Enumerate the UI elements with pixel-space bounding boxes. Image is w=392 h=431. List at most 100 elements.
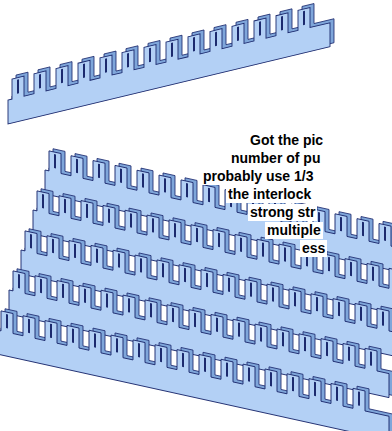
strip-slot: [226, 363, 228, 377]
strip-slot: [164, 178, 166, 192]
strip-slot: [304, 337, 306, 351]
strip-slot: [338, 302, 340, 316]
strip-slot: [130, 214, 132, 228]
strip-slot: [204, 358, 206, 372]
strip-slot: [52, 239, 54, 253]
strip-slot: [128, 298, 130, 312]
note-text: Got the pic: [248, 132, 325, 149]
strip-slot: [250, 283, 252, 297]
strip-slot: [184, 268, 186, 282]
note-text: number of pu: [229, 150, 322, 167]
strip-slot: [240, 238, 242, 252]
strip-slot: [284, 247, 286, 261]
strip-slot: [196, 228, 198, 242]
strip-slot: [118, 254, 120, 268]
strip-slot: [106, 294, 108, 308]
strip-slot: [174, 223, 176, 237]
strip-slot: [328, 257, 330, 271]
strip-slot: [108, 209, 110, 223]
strip-slot: [281, 16, 283, 30]
strip-slot: [340, 217, 342, 231]
note-text: the interlock: [226, 186, 313, 203]
strip-slot: [152, 218, 154, 232]
strip-slot: [259, 22, 261, 36]
strip-face: [0, 310, 389, 431]
strip-slot: [61, 69, 63, 83]
strip-slot: [142, 174, 144, 188]
strip-slot: [186, 183, 188, 197]
strip-slot: [336, 387, 338, 401]
strip-slot: [140, 258, 142, 272]
strip-slot: [218, 233, 220, 247]
strip-slot: [215, 32, 217, 46]
strip-slot: [350, 262, 352, 276]
strip-slot: [228, 278, 230, 292]
strip-slot: [50, 324, 52, 338]
strip-slot: [362, 222, 364, 236]
strip-slot: [94, 334, 96, 348]
strip-slot: [76, 159, 78, 173]
strip-slot: [30, 234, 32, 248]
strip-slot: [40, 279, 42, 293]
strip-slot: [120, 169, 122, 183]
strip-slot: [326, 342, 328, 356]
strip-slot: [84, 289, 86, 303]
strip-slot: [348, 347, 350, 361]
strip-slot: [149, 48, 151, 62]
strip-slot: [182, 353, 184, 367]
strip-slot: [116, 338, 118, 352]
strip-slot: [294, 292, 296, 306]
strip-slot: [292, 377, 294, 391]
strip-slot: [172, 308, 174, 322]
strip-slot: [160, 348, 162, 362]
strip-slot: [260, 327, 262, 341]
strip-slot: [150, 303, 152, 317]
strip-slot: [282, 332, 284, 346]
strip-slot: [171, 43, 173, 57]
strip-face: [8, 3, 330, 124]
strip-slot: [138, 343, 140, 357]
strip-slot: [17, 80, 19, 94]
strip-slot: [105, 58, 107, 72]
strip-slot: [382, 312, 384, 326]
strip-slot: [96, 249, 98, 263]
interlock-strip: [8, 0, 334, 124]
strip-slot: [238, 323, 240, 337]
strip-slot: [237, 27, 239, 41]
interlock-strip: [0, 307, 392, 431]
note-text: probably use 1/3: [201, 168, 315, 185]
strip-slot: [193, 37, 195, 51]
strip-slot: [28, 319, 30, 333]
strip-slot: [358, 392, 360, 406]
strip-slot: [127, 53, 129, 67]
note-text: ess: [300, 240, 327, 257]
strip-slot: [248, 367, 250, 381]
strip-slot: [42, 194, 44, 208]
strip-slot: [194, 313, 196, 327]
strip-slot: [39, 74, 41, 88]
strip-slot: [86, 204, 88, 218]
strip-slot: [72, 329, 74, 343]
strip-slot: [372, 267, 374, 281]
strip-slot: [262, 243, 264, 257]
strip-slot: [360, 307, 362, 321]
note-text: multiple: [265, 222, 323, 239]
strip-slot: [272, 287, 274, 301]
strip-slot: [74, 244, 76, 258]
strip-slot: [270, 372, 272, 386]
strip-slot: [216, 318, 218, 332]
strip-slot: [303, 11, 305, 25]
strip-slot: [62, 284, 64, 298]
strip-slot: [54, 154, 56, 168]
strip-slot: [98, 164, 100, 178]
strip-slot: [6, 314, 8, 328]
strip-slot: [18, 274, 20, 288]
strip-slot: [314, 382, 316, 396]
note-text: strong str: [248, 204, 317, 221]
strip-slot: [208, 188, 210, 202]
strip-slot: [206, 273, 208, 287]
strip-slot: [384, 227, 386, 241]
strip-slot: [162, 263, 164, 277]
